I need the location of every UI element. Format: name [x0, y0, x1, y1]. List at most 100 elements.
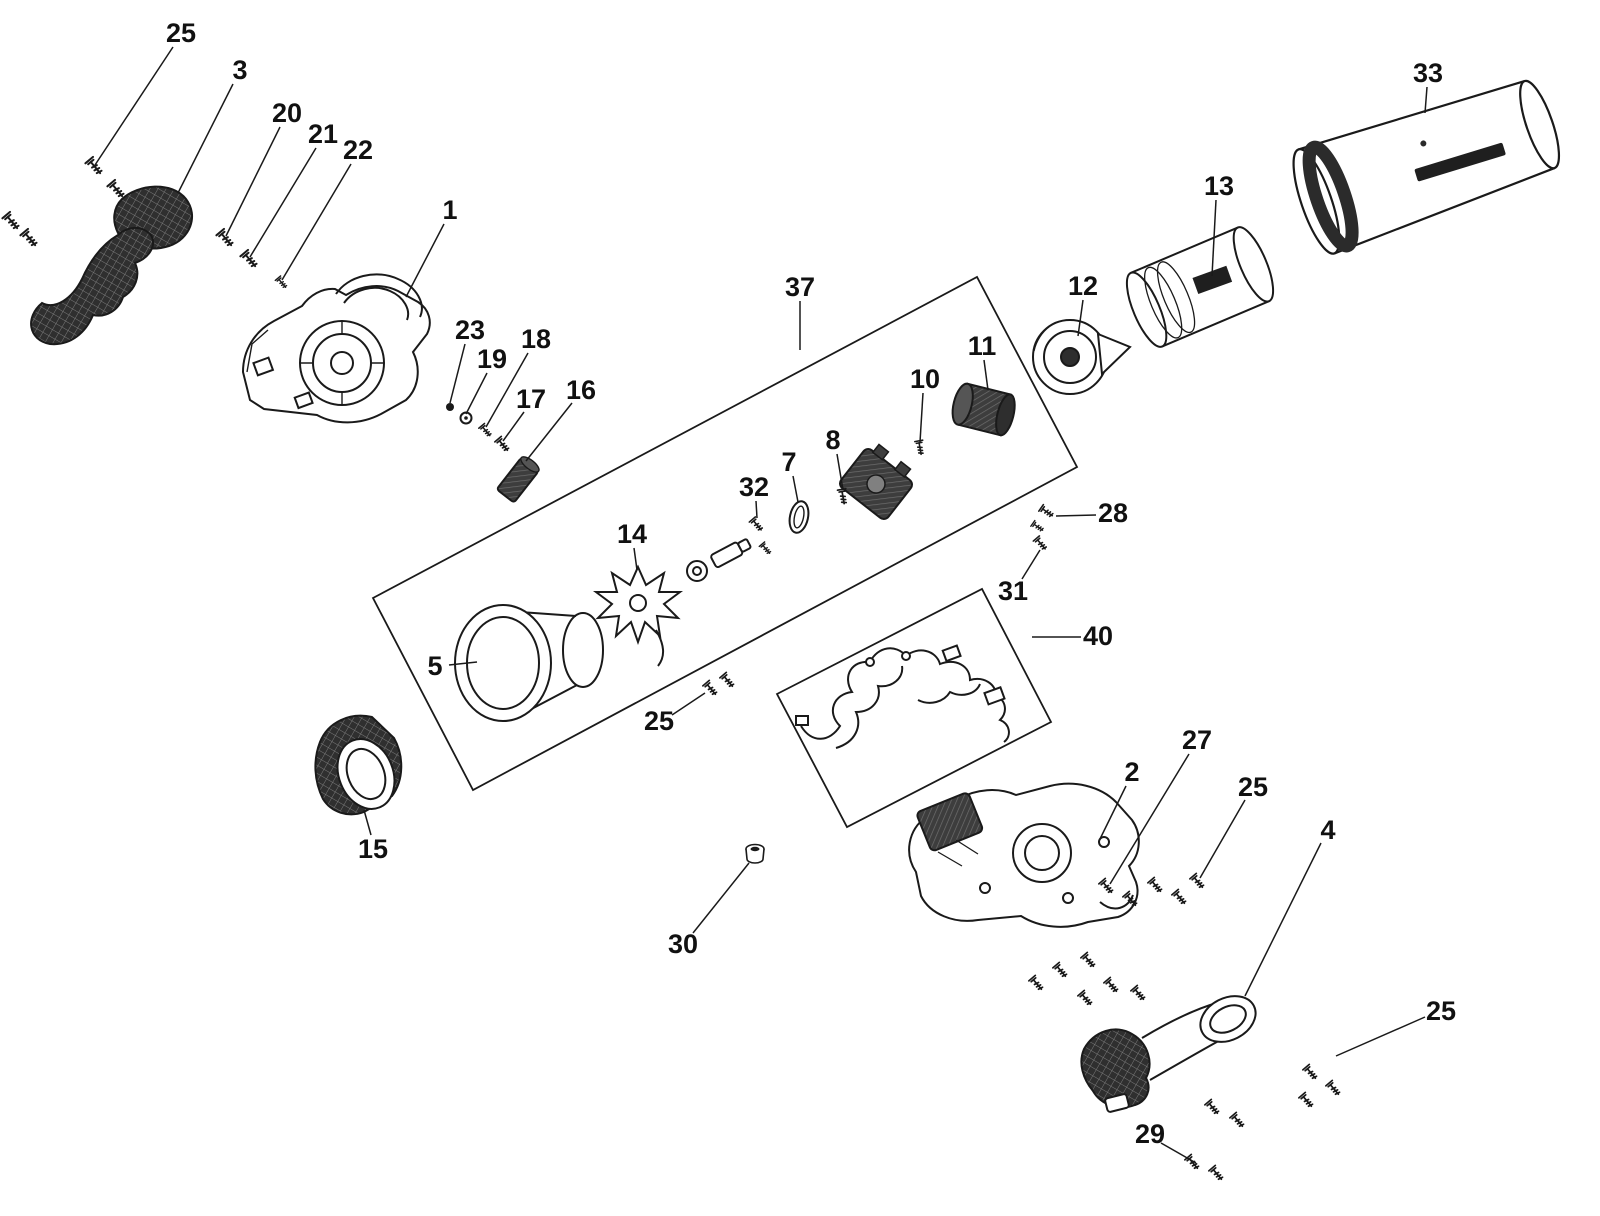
callout-label: 7: [781, 447, 796, 477]
callout-leader-line: [1244, 842, 1322, 997]
callout-label: 37: [785, 272, 815, 302]
callout-label: 27: [1182, 725, 1212, 755]
callout-leader-line: [1199, 799, 1246, 879]
callout-label: 20: [272, 98, 302, 128]
callout-label: 19: [477, 344, 507, 374]
callout-25-25: 25: [644, 692, 706, 736]
callout-leader-line: [449, 343, 466, 404]
callout-37-11: 37: [785, 272, 815, 350]
callout-label: 22: [343, 135, 373, 165]
callout-leader-line: [448, 661, 478, 666]
callout-label: 25: [1426, 996, 1456, 1026]
callout-25-32: 25: [1335, 996, 1456, 1057]
part-15-nozzle-cone: [314, 714, 403, 816]
part-40-wire-harness: [795, 644, 1010, 749]
callout-20-2: 20: [225, 98, 302, 237]
part-fan-shaft: [686, 538, 752, 582]
callout-30-27: 30: [668, 862, 750, 959]
callout-leader-line: [225, 126, 281, 237]
callout-13-15: 13: [1204, 171, 1234, 277]
callout-leader-line: [1109, 753, 1190, 885]
callout-label: 25: [644, 706, 674, 736]
callout-leader-line: [1077, 299, 1084, 337]
callout-18-8: 18: [485, 324, 551, 428]
callout-2-28: 2: [1098, 757, 1140, 842]
callout-leader-line: [485, 352, 529, 428]
callout-label: 13: [1204, 171, 1234, 201]
callout-leader-line: [281, 163, 352, 281]
callout-11-13: 11: [968, 331, 997, 391]
callout-label: 12: [1068, 271, 1098, 301]
callout-leader-line: [692, 862, 750, 934]
callout-25-30: 25: [1199, 772, 1268, 879]
part-10-motor: [839, 443, 913, 520]
screw-near-motor: [914, 439, 926, 456]
callout-27-29: 27: [1109, 725, 1212, 885]
part-4-handle: [1080, 995, 1257, 1113]
callout-leader-line: [919, 392, 924, 443]
part-13-tube: [1125, 226, 1275, 348]
callout-label: 1: [442, 195, 457, 225]
callout-12-14: 12: [1068, 271, 1098, 337]
part-7-ring: [788, 500, 810, 534]
callout-14-20: 14: [617, 519, 647, 571]
callout-label: 5: [427, 651, 442, 681]
callout-label: 3: [232, 55, 247, 85]
callout-label: 23: [455, 315, 485, 345]
callout-5-24: 5: [427, 651, 478, 681]
callout-leader-line: [836, 453, 844, 491]
callout-label: 16: [566, 375, 596, 405]
assembly-box-37: [371, 275, 1079, 792]
part-18-screw: [478, 422, 494, 439]
callout-label: 33: [1413, 58, 1443, 88]
callout-label: 2: [1124, 757, 1139, 787]
callout-label: 8: [825, 425, 840, 455]
callout-25-0: 25: [94, 18, 196, 166]
callout-leader-line: [755, 500, 758, 519]
callout-4-31: 4: [1244, 815, 1336, 997]
callout-label: 18: [521, 324, 551, 354]
callout-label: 11: [968, 331, 997, 361]
callout-15-26: 15: [358, 809, 388, 864]
callout-leader-line: [1160, 1142, 1197, 1164]
callout-28-21: 28: [1055, 498, 1128, 528]
part-14-impeller: [593, 564, 683, 667]
callout-leader-line: [94, 46, 174, 166]
callout-8-17: 8: [825, 425, 844, 491]
callout-7-18: 7: [781, 447, 799, 503]
callout-leader-line: [177, 83, 234, 194]
callout-29-33: 29: [1135, 1119, 1197, 1164]
part-16-switch: [496, 456, 540, 503]
callout-leader-line: [1021, 549, 1041, 580]
callout-leader-line: [405, 223, 445, 298]
callout-23-6: 23: [449, 315, 485, 404]
callout-leader-line: [525, 402, 573, 462]
callout-40-23: 40: [1032, 621, 1113, 651]
part-19-washer: [459, 411, 473, 425]
callout-22-4: 22: [281, 135, 373, 281]
callout-label: 40: [1083, 621, 1113, 651]
callout-leader-line: [983, 359, 989, 391]
callout-leader-line: [249, 147, 317, 258]
part-2-housing-lower: [908, 782, 1140, 928]
callout-label: 31: [998, 576, 1028, 606]
callout-label: 29: [1135, 1119, 1165, 1149]
callout-16-10: 16: [525, 375, 596, 462]
callout-label: 15: [358, 834, 388, 864]
callout-label: 25: [166, 18, 196, 48]
callout-label: 4: [1320, 815, 1335, 845]
callout-19-7: 19: [465, 344, 507, 415]
part-5-inlet-funnel: [454, 604, 604, 722]
callout-leader-line: [502, 411, 525, 442]
callout-label: 14: [617, 519, 647, 549]
part-17-screw: [493, 435, 512, 454]
callout-leader-line: [1211, 199, 1217, 277]
part-33-blower-tube: [1292, 79, 1561, 255]
callout-31-22: 31: [998, 549, 1041, 606]
part-12-fan-cover: [1032, 319, 1132, 395]
callout-leader-line: [1098, 785, 1127, 842]
callout-label: 10: [910, 364, 940, 394]
